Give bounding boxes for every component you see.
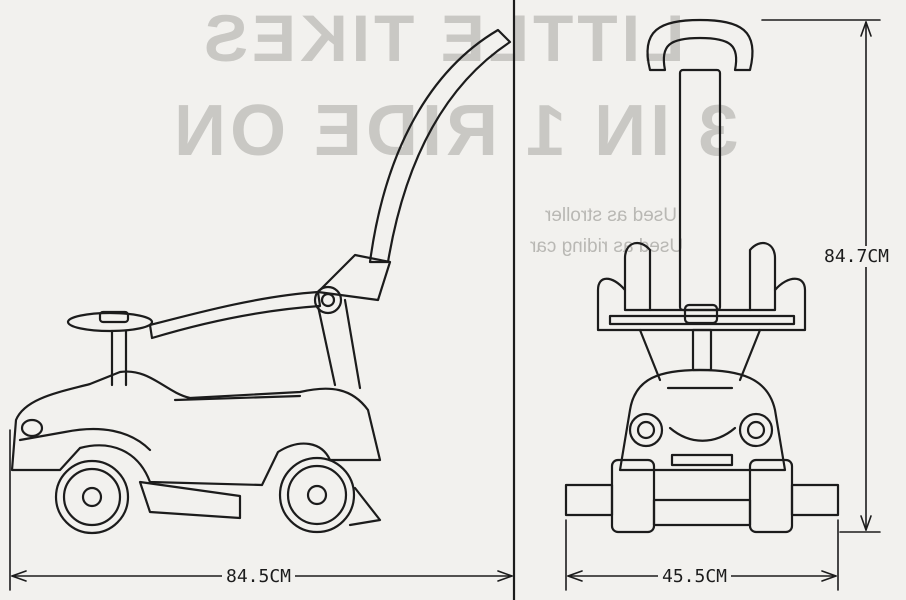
- height-dimension: [761, 19, 881, 533]
- car-body-front: [618, 368, 787, 472]
- pivot-knob: [313, 285, 343, 315]
- handle-grip-front: [646, 18, 754, 72]
- right-headlight: [738, 412, 774, 448]
- handle-joint: [316, 253, 392, 302]
- front-view-car: [564, 18, 840, 534]
- left-headlight: [628, 412, 664, 448]
- rear-wheel: [278, 456, 356, 534]
- push-handle: [368, 28, 512, 264]
- steering-column-front: [691, 328, 713, 372]
- front-wheel: [54, 459, 130, 535]
- license-plate: [670, 453, 734, 467]
- seat: [173, 394, 302, 402]
- side-view-car: [10, 28, 512, 535]
- footrest: [564, 483, 840, 517]
- width-label: 45.5CM: [658, 566, 732, 587]
- headlight: [20, 418, 44, 438]
- rear-stopper: [348, 486, 382, 527]
- height-label: 84.7CM: [820, 246, 894, 267]
- car-body: [10, 370, 382, 487]
- length-label: 84.5CM: [222, 566, 296, 587]
- guard-bar: [148, 290, 322, 340]
- grille-smile: [668, 426, 737, 442]
- handle-pole-front: [678, 68, 722, 312]
- steering-wheel-front: [683, 303, 719, 325]
- footboard: [138, 480, 242, 520]
- rear-support: [316, 298, 362, 390]
